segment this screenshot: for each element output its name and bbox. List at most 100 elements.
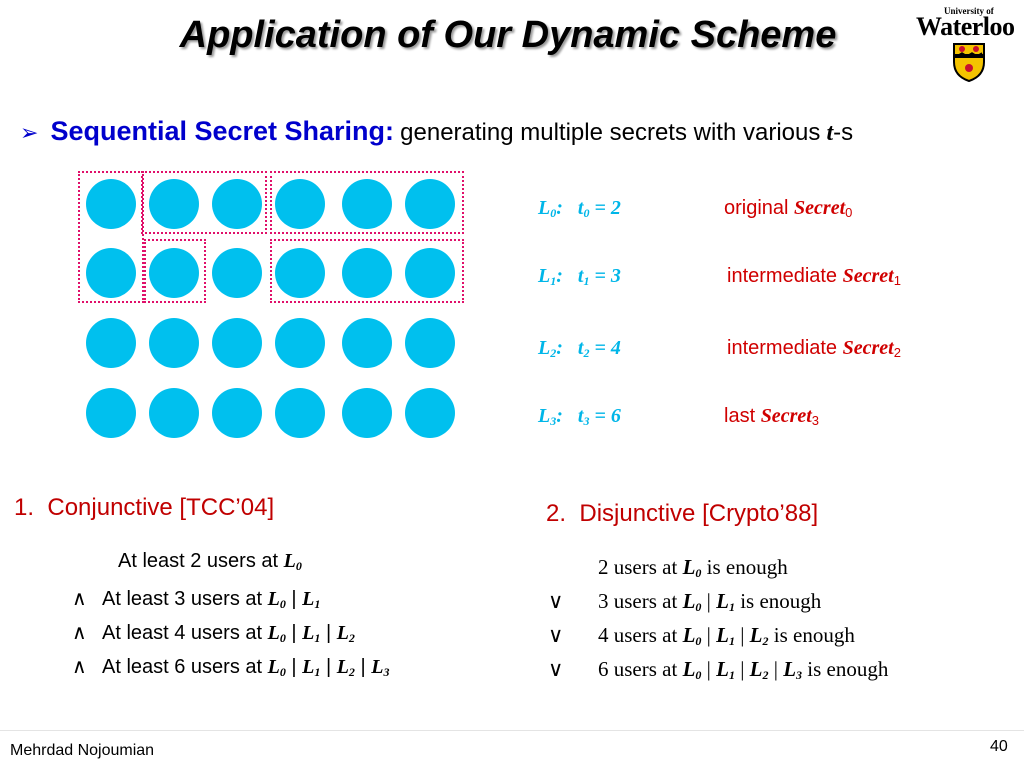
threshold-index: 0 [583,206,590,220]
secret-prefix: last [724,405,761,427]
level-index: 0 [695,634,702,648]
level-symbol: L [682,657,696,681]
participant-circle [342,179,392,229]
arrow-bullet-icon: ➢ [20,120,39,145]
level-symbol: L [302,588,315,610]
condition-text: At least 3 users at [102,588,268,610]
disjunctive-condition: ∨6 users at L0 | L1 | L2 | L3 is enough [548,657,888,683]
threshold-index: 1 [583,274,590,288]
participant-circle [86,248,136,298]
or-operator-icon: ∨ [548,623,564,647]
participant-circle [275,318,325,368]
condition-text: At least 4 users at [102,622,268,644]
participant-circle [149,179,199,229]
level-index: 0 [695,600,702,614]
level-label: L3: t3 = 6 [538,405,621,428]
level-ref: L1 [302,588,320,611]
level-symbol: L [336,656,349,678]
threshold-index: 3 [583,414,590,428]
level-symbol: L [749,657,763,681]
level-symbol: L [371,656,384,678]
participant-circle [212,318,262,368]
threshold-symbol: t [577,197,584,219]
level-index: 1 [314,631,321,645]
participant-circle [212,248,262,298]
level-symbol: L [302,622,315,644]
secret-name: Secret [760,405,812,427]
and-operator-icon: ∧ [72,622,87,644]
level-symbol: L [336,622,349,644]
disjunctive-heading: 2. Disjunctive [Crypto’88] [546,500,819,527]
or-operator-icon: ∨ [548,657,564,681]
condition-text: 4 users at [598,623,683,647]
threshold-value: = 6 [589,405,621,427]
level-label: L1: t1 = 3 [538,265,621,288]
and-operator-icon: ∧ [72,656,87,678]
level-symbol: L [283,550,296,572]
level-label: L0: t0 = 2 [538,197,621,220]
condition-suffix: is enough [802,657,889,681]
page-number: 40 [990,738,1008,755]
level-ref: L1 [716,589,735,614]
level-index: 3 [550,414,557,428]
level-index: 0 [695,668,702,682]
level-ref: L0 [682,657,702,682]
threshold-symbol: t [577,265,584,287]
participant-circle [275,388,325,438]
threshold-value: = 2 [589,197,621,219]
conjunctive-condition: ∧At least 3 users at L0 | L1 [72,586,320,612]
participant-circle [405,179,455,229]
condition-suffix: is enough [768,623,855,647]
level-separator: | [701,623,717,647]
secret-index: 1 [893,273,901,288]
participant-circle [212,179,262,229]
secret-prefix: intermediate [727,265,843,287]
level-ref: L3 [783,657,802,682]
level-ref: L0 [683,555,702,580]
level-separator: | [285,656,303,678]
level-symbol: L [538,197,551,219]
secret-label: last Secret3 [724,405,819,428]
participant-circle [342,248,392,298]
level-index: 2 [762,634,769,648]
level-ref: L1 [302,656,320,679]
level-label: L2: t2 = 4 [538,337,621,360]
level-index: 2 [348,665,355,679]
level-index: 0 [279,631,286,645]
secret-label: intermediate Secret2 [727,337,901,360]
main-bullet: ➢Sequential Secret Sharing: generating m… [20,116,853,147]
group-box-level1-a [144,239,206,303]
participant-circle [149,248,199,298]
slide-title: Application of Our Dynamic Scheme [179,14,837,56]
group-box-level0-b [141,171,267,234]
or-operator-icon: ∨ [548,589,564,613]
disjunctive-condition: ∨4 users at L0 | L1 | L2 is enough [548,623,855,649]
level-separator: | [768,657,784,681]
participant-circle [86,388,136,438]
level-ref: L2 [750,623,769,648]
level-ref: L0 [283,550,302,573]
threshold-index: 2 [583,346,590,360]
level-symbol: L [538,337,551,359]
condition-text: 2 users at [598,555,683,579]
level-ref: L1 [716,623,735,648]
participant-circle [405,318,455,368]
participant-circle [405,248,455,298]
participant-circle [212,388,262,438]
level-index: 1 [728,634,735,648]
participant-circle [342,318,392,368]
level-index: 0 [695,566,702,580]
level-separator: | [734,657,750,681]
condition-text: 6 users at [598,657,683,681]
level-symbol: L [538,405,551,427]
participant-circle [149,388,199,438]
footer-author: Mehrdad Nojoumian [10,742,155,759]
level-ref: L3 [371,656,389,679]
level-symbol: L [783,657,797,681]
level-index: 2 [762,668,769,682]
bullet-text-after: -s [833,119,854,146]
group-box-level1-c [270,239,464,303]
condition-suffix: is enough [734,589,822,613]
shield-crest-icon [953,43,985,82]
logo-small-text: University of [944,6,994,16]
